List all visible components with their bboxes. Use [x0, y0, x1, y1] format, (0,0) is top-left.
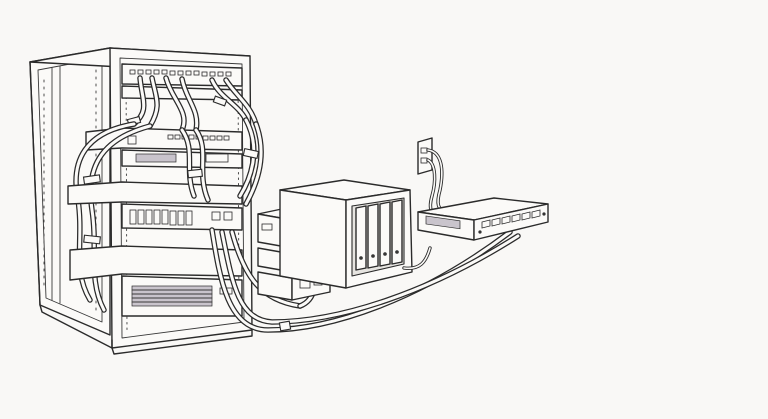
nas-enclosure [279, 179, 413, 289]
wall-outlet [417, 137, 448, 220]
rack-switch [85, 127, 243, 169]
desktop-switch [417, 197, 549, 241]
storage-array [69, 245, 243, 317]
patch-cables [126, 75, 259, 133]
nas-drive-bays [355, 199, 403, 271]
nas-link-cable [402, 246, 432, 270]
front-cables [179, 117, 264, 207]
rack-server [67, 181, 243, 231]
desktop-switch-ports [481, 209, 541, 229]
